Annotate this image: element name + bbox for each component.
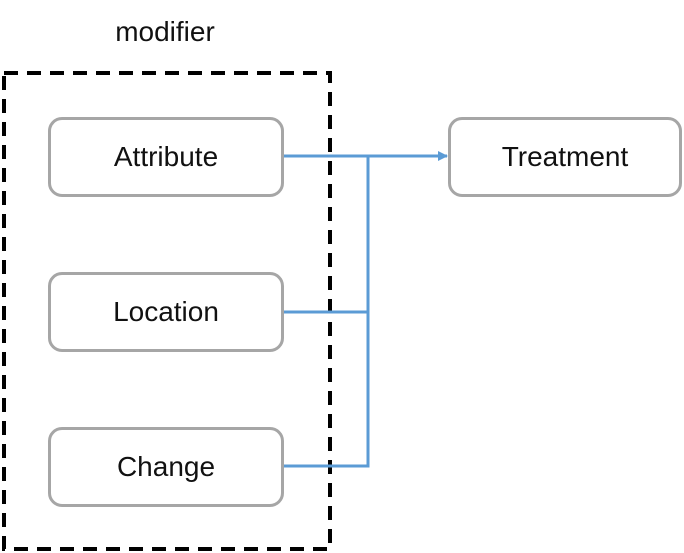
location-node: Location [48, 272, 284, 352]
modifier-group-label: modifier [115, 16, 215, 47]
attribute-node: Attribute [48, 117, 284, 197]
change-node-label: Change [116, 451, 216, 482]
location-node-label: Location [113, 296, 219, 327]
change-node: Change [48, 427, 284, 507]
attribute-node-label: Attribute [113, 141, 219, 172]
treatment-node-label: Treatment [501, 141, 629, 172]
treatment-node: Treatment [448, 117, 682, 197]
